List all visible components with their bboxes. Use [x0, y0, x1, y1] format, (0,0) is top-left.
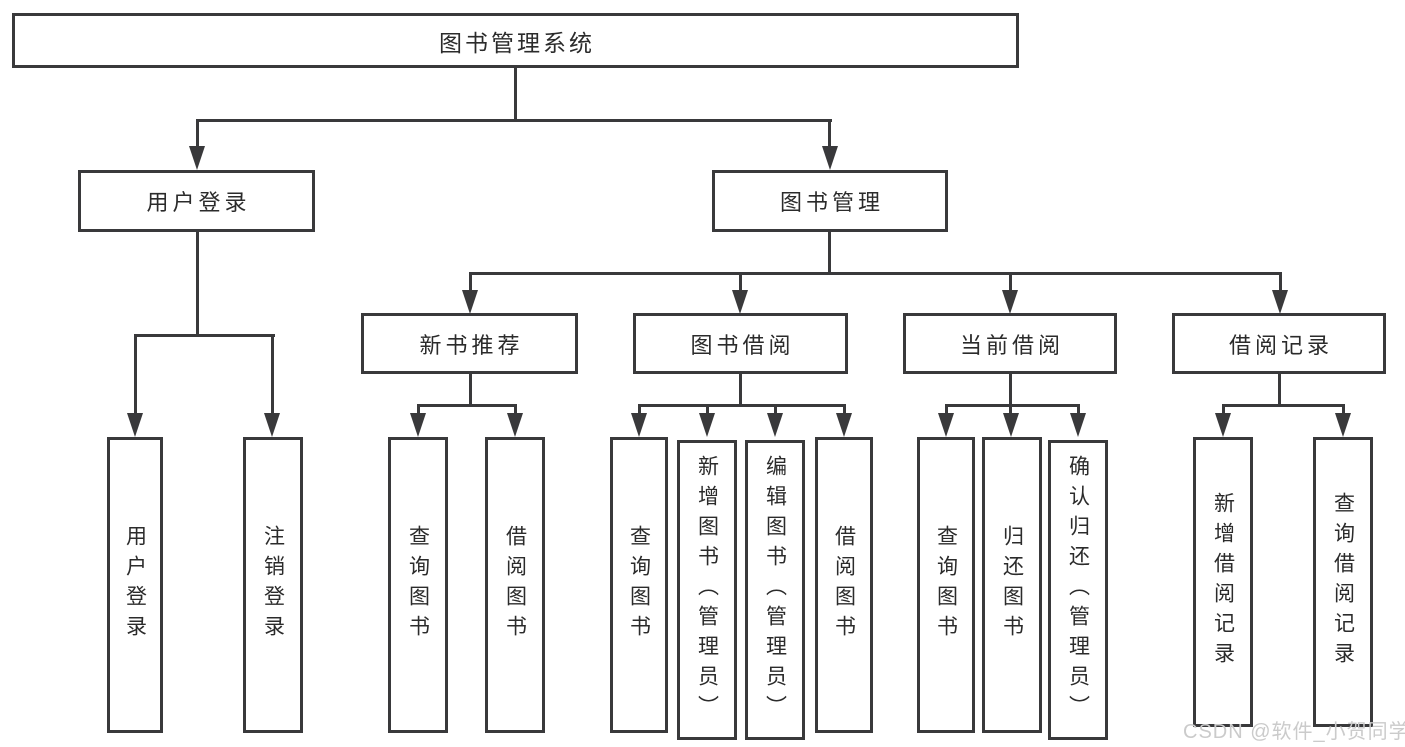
node-label: 借阅图书: [832, 525, 856, 645]
arrow-down-icon: [1215, 413, 1231, 437]
arrow-down-icon: [1003, 413, 1019, 437]
leaf-logout: 注销登录: [243, 437, 303, 733]
node-current-borrowing: 当前借阅: [903, 313, 1117, 374]
connector-line: [774, 404, 777, 418]
node-label: 图书管理系统: [439, 29, 595, 56]
connector-line: [1077, 404, 1080, 418]
connector-line: [271, 334, 274, 418]
node-book-management: 图书管理: [712, 170, 948, 232]
arrow-down-icon: [631, 413, 647, 437]
connector-line: [945, 404, 1080, 407]
connector-line: [196, 119, 199, 152]
connector-line: [706, 404, 709, 418]
connector-line: [469, 272, 472, 294]
node-label: 新书推荐: [419, 332, 524, 358]
node-label: 查询图书: [934, 525, 958, 645]
arrow-down-icon: [1002, 290, 1018, 314]
arrow-down-icon: [410, 413, 426, 437]
node-label: 用户登录: [146, 190, 251, 215]
connector-line: [1278, 371, 1281, 407]
arrow-down-icon: [189, 146, 205, 170]
arrow-down-icon: [836, 413, 852, 437]
node-label: 用户登录: [123, 525, 147, 645]
connector-line: [469, 371, 472, 407]
leaf-confirm-return-admin: 确认归还（管理员）: [1048, 440, 1108, 740]
leaf-query-books-2: 查询图书: [610, 437, 668, 733]
leaf-borrow-books-2: 借阅图书: [815, 437, 873, 733]
node-user-login: 用户登录: [78, 170, 315, 232]
connector-line: [417, 404, 517, 407]
arrow-down-icon: [1335, 413, 1351, 437]
leaf-query-borrow-record: 查询借阅记录: [1313, 437, 1373, 727]
node-book-borrowing: 图书借阅: [633, 313, 848, 374]
arrow-down-icon: [127, 413, 143, 437]
connector-line: [843, 404, 846, 418]
connector-line: [828, 119, 831, 152]
node-label: 归还图书: [1000, 525, 1024, 645]
connector-line: [739, 272, 742, 294]
node-label: 图书借阅: [690, 332, 795, 358]
leaf-add-borrow-record: 新增借阅记录: [1193, 437, 1253, 727]
node-label: 新增图书（管理员）: [695, 455, 719, 725]
connector-line: [1222, 404, 1345, 407]
arrow-down-icon: [767, 413, 783, 437]
arrow-down-icon: [822, 146, 838, 170]
connector-line: [134, 334, 275, 337]
leaf-borrow-books-1: 借阅图书: [485, 437, 545, 733]
connector-line: [417, 404, 420, 418]
connector-line: [1222, 404, 1225, 418]
node-label: 查询图书: [627, 525, 651, 645]
node-label: 借阅图书: [503, 525, 527, 645]
leaf-return-books: 归还图书: [982, 437, 1042, 733]
csdn-watermark: CSDN @软件_小贺同学: [1183, 721, 1405, 743]
connector-line: [1279, 272, 1282, 294]
connector-line: [514, 66, 517, 122]
arrow-down-icon: [1272, 290, 1288, 314]
arrow-down-icon: [462, 290, 478, 314]
node-label: 注销登录: [261, 525, 285, 645]
node-label: 当前借阅: [959, 332, 1064, 358]
arrow-down-icon: [1070, 413, 1086, 437]
arrow-down-icon: [507, 413, 523, 437]
connector-line: [514, 404, 517, 418]
arrow-down-icon: [938, 413, 954, 437]
node-borrowing-records: 借阅记录: [1172, 313, 1386, 374]
connector-line: [469, 272, 1282, 275]
leaf-edit-books-admin: 编辑图书（管理员）: [745, 440, 805, 740]
leaf-add-books-admin: 新增图书（管理员）: [677, 440, 737, 740]
connector-line: [945, 404, 948, 418]
leaf-query-books-3: 查询图书: [917, 437, 975, 733]
connector-line: [638, 404, 846, 407]
node-root-system: 图书管理系统: [12, 13, 1019, 68]
arrow-down-icon: [732, 290, 748, 314]
connector-line: [196, 119, 832, 122]
leaf-query-books-1: 查询图书: [388, 437, 448, 733]
node-label: 查询借阅记录: [1331, 492, 1355, 672]
connector-line: [1009, 371, 1012, 418]
node-label: 编辑图书（管理员）: [763, 455, 787, 725]
arrow-down-icon: [699, 413, 715, 437]
node-label: 借阅记录: [1228, 332, 1333, 358]
connector-line: [134, 334, 137, 418]
node-label: 查询图书: [406, 525, 430, 645]
leaf-user-login: 用户登录: [107, 437, 163, 733]
node-label: 确认归还（管理员）: [1066, 455, 1090, 725]
connector-line: [196, 229, 199, 337]
connector-line: [828, 229, 831, 275]
connector-line: [739, 371, 742, 407]
node-label: 图书管理: [779, 190, 884, 215]
node-label: 新增借阅记录: [1211, 492, 1235, 672]
arrow-down-icon: [264, 413, 280, 437]
connector-line: [638, 404, 641, 418]
connector-line: [1009, 272, 1012, 294]
node-new-book-recommend: 新书推荐: [361, 313, 578, 374]
connector-line: [1342, 404, 1345, 418]
